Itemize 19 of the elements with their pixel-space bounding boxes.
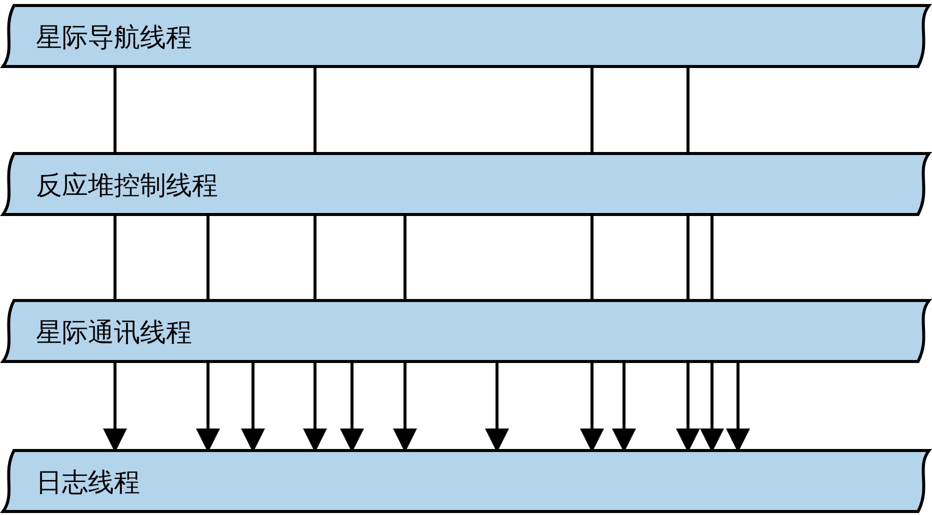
connector-line — [114, 216, 116, 300]
thread-band — [0, 449, 932, 513]
thread-label: 反应堆控制线程 — [36, 170, 218, 203]
connector-line — [206, 216, 210, 300]
thread-band — [0, 4, 932, 68]
connector-line — [590, 216, 594, 300]
thread-band — [0, 152, 932, 216]
connector-line — [686, 216, 690, 300]
connector-line — [686, 68, 690, 152]
connector-line — [710, 216, 714, 300]
connector-line — [314, 216, 316, 300]
thread-band — [0, 299, 932, 363]
connector-line — [114, 68, 116, 152]
connector-line — [590, 68, 594, 152]
connector-line — [404, 216, 406, 300]
connector-line — [314, 68, 316, 152]
thread-label: 日志线程 — [36, 467, 140, 500]
thread-label: 星际导航线程 — [36, 22, 192, 55]
thread-label: 星际通讯线程 — [36, 317, 192, 350]
